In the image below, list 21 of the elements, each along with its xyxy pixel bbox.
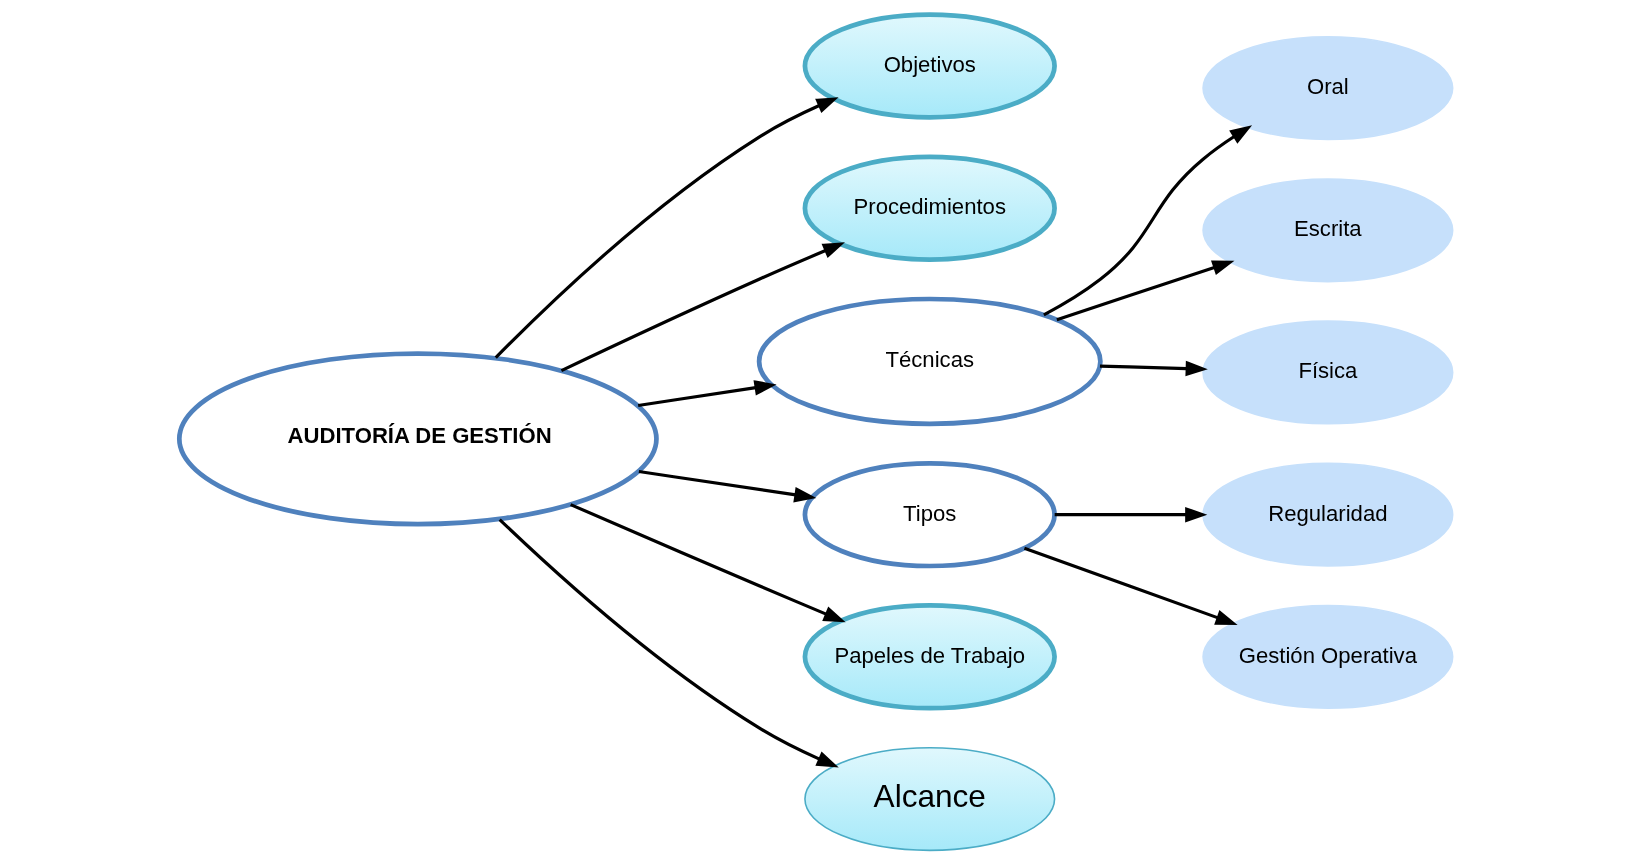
node-ellipse: Objetivos	[802, 12, 1057, 120]
arrow	[1099, 360, 1208, 377]
node-ellipse: Oral	[1202, 35, 1454, 141]
node-ellipse: Alcance	[804, 746, 1056, 852]
arrow	[570, 503, 846, 623]
arrow	[1054, 506, 1208, 523]
node-ellipse: Técnicas	[756, 296, 1103, 427]
arrow	[1023, 546, 1238, 625]
node-ellipse: Escrita	[1202, 178, 1454, 283]
arrow	[498, 518, 839, 768]
node-ellipse: Física	[1202, 320, 1454, 425]
arrow	[560, 242, 845, 372]
node-ellipse: AUDITORÍA DE GESTIÓN	[176, 351, 659, 527]
arrow	[637, 380, 777, 408]
arrow	[1043, 125, 1253, 317]
node-ellipse: Regularidad	[1202, 462, 1454, 567]
arrow	[1056, 260, 1235, 322]
arrow	[638, 469, 817, 503]
arrow	[494, 97, 839, 359]
node-ellipse: Gestión Operativa	[1202, 604, 1454, 709]
node-ellipse: Tipos	[802, 460, 1057, 569]
